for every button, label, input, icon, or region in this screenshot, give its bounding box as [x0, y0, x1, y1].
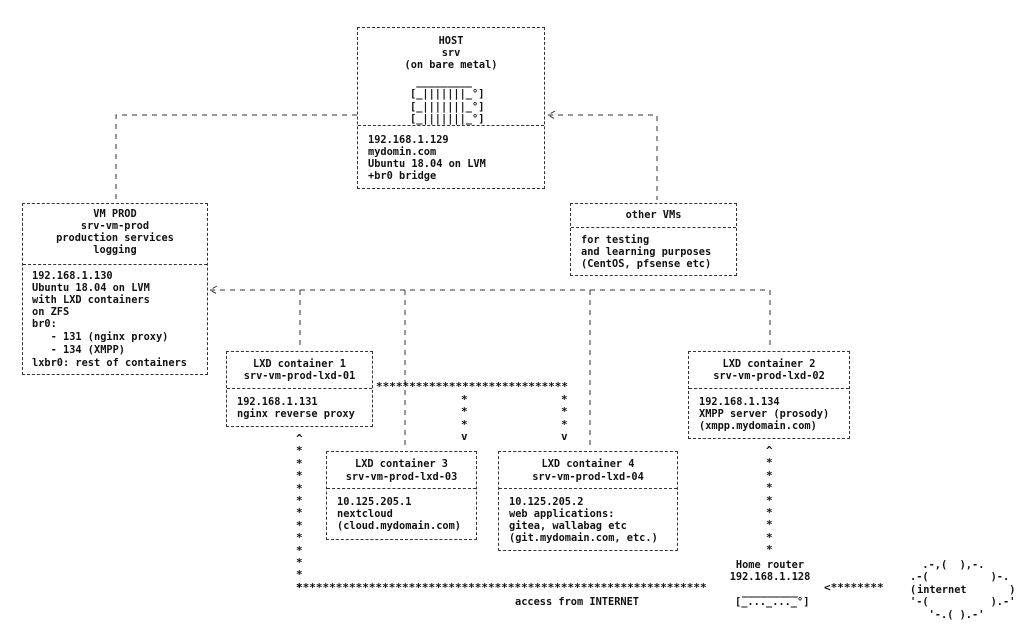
router-icon: [_..._..._°]	[735, 596, 810, 608]
vm-prod-title: VM PROD	[93, 208, 137, 220]
host-domain: mydomin.com	[368, 146, 437, 158]
lxd4-detail: 10.125.205.2	[509, 496, 584, 508]
vm-prod-detail: with LXD containers	[32, 294, 150, 306]
host-bridge: +br0 bridge	[368, 170, 437, 182]
vm-prod-detail: 192.168.1.130	[32, 270, 113, 282]
cloud-icon: .-,( ),-. .-( )-. ( ) '-( ).-' '-.( ).-'	[910, 559, 1016, 621]
vm-prod-detail: - 131 (nginx proxy)	[32, 331, 169, 343]
lxd3-name: srv-vm-prod-lxd-03	[345, 471, 458, 483]
lxd1-title: LXD container 1	[253, 358, 346, 370]
lxd3-detail: nextcloud	[337, 508, 393, 520]
vm-prod-detail: Ubuntu 18.04 on LVM	[32, 282, 150, 294]
router-line-art: _________	[742, 586, 798, 598]
star-line-internet: <********	[824, 581, 884, 594]
lxd2-name: srv-vm-prod-lxd-02	[713, 370, 825, 382]
host-subtitle: (on bare metal)	[404, 59, 498, 71]
link-host-othervms	[548, 114, 658, 200]
host-name: srv	[441, 47, 461, 59]
vm-prod-detail: - 134 (XMPP)	[32, 344, 125, 356]
lxd3-title: LXD container 3	[355, 458, 448, 470]
host-title: HOST	[438, 35, 464, 47]
lxd4-detail: gitea, wallabag etc	[509, 520, 627, 532]
vm-prod-name: srv-vm-prod	[80, 220, 150, 232]
host-os: Ubuntu 18.04 on LVM	[368, 158, 486, 170]
lxd4-detail: web applications:	[509, 508, 615, 520]
link-host-vmprod	[115, 114, 357, 200]
router-ip: 192.168.1.128	[729, 571, 811, 583]
lxd2-detail: (xmpp.mydomain.com)	[699, 420, 817, 432]
star-line-lxd4: * * * v	[561, 393, 568, 444]
lxd1-box	[226, 351, 373, 427]
host-box	[357, 27, 545, 189]
arrow-bus-left	[208, 285, 218, 295]
link-vmprod-bus	[210, 289, 771, 348]
lxd2-detail: 192.168.1.134	[699, 396, 780, 408]
vm-prod-desc1: production services	[56, 232, 174, 244]
lxd4-detail: (git.mydomain.com, etc.)	[509, 532, 658, 544]
lxd3-detail: (cloud.mydomain.com)	[337, 520, 461, 532]
vm-prod-detail: br0:	[32, 318, 57, 330]
star-line-bottom: ****************************************…	[296, 581, 707, 594]
host-ip: 192.168.1.129	[368, 134, 449, 146]
lxd4-box	[498, 451, 678, 551]
other-vms-detail: (CentOS, pfsense etc)	[581, 258, 712, 270]
lxd3-detail: 10.125.205.1	[337, 496, 412, 508]
lxd4-title: LXD container 4	[541, 458, 635, 470]
access-label: access from INTERNET	[515, 596, 639, 608]
star-line-access: ^ * * * * * * * * * * * *	[296, 432, 303, 594]
other-vms-title: other VMs	[625, 209, 682, 221]
lxd2-title: LXD container 2	[722, 358, 816, 370]
star-line-lxd1: *****************************	[376, 380, 569, 393]
router-title: Home router	[735, 559, 805, 571]
lxd2-box	[688, 351, 850, 439]
star-line-lxd3: * * * v	[461, 393, 468, 444]
lxd1-detail: nginx reverse proxy	[237, 408, 355, 420]
vm-prod-detail: lxbr0: rest of containers	[32, 357, 187, 369]
internet-label: internet	[917, 584, 967, 596]
star-line-lxd2: ^ * * * * * * * *	[766, 444, 773, 557]
other-vms-detail: and learning purposes	[581, 246, 712, 258]
lxd4-name: srv-vm-prod-lxd-04	[532, 471, 644, 483]
vm-prod-desc2: logging	[93, 244, 137, 256]
lxd1-name: srv-vm-prod-lxd-01	[243, 370, 356, 382]
vm-prod-box	[22, 203, 208, 375]
vm-prod-detail: on ZFS	[32, 306, 70, 318]
other-vms-box	[570, 203, 737, 276]
server-rack-icon: _________ [_|||||||_°] [_|||||||_°] [_||…	[410, 76, 485, 126]
lxd2-detail: XMPP server (prosody)	[699, 408, 830, 420]
lxd1-detail: 192.168.1.131	[237, 396, 318, 408]
other-vms-detail: for testing	[581, 234, 650, 246]
lxd3-box	[326, 451, 477, 540]
arrow-host-right	[546, 110, 556, 120]
